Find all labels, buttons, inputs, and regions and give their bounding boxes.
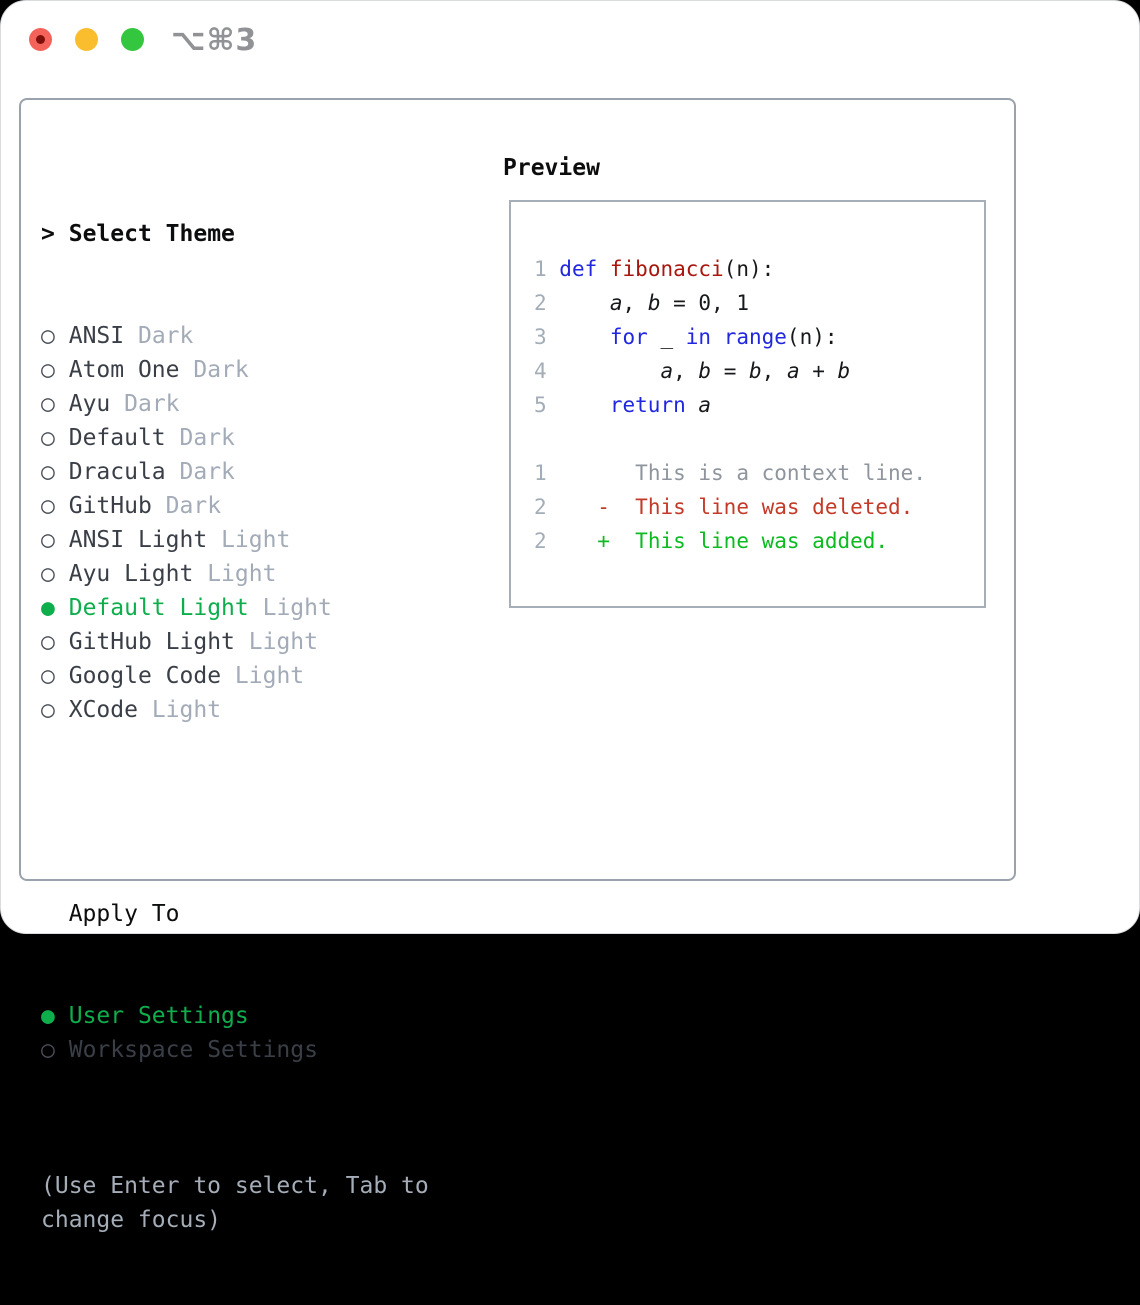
- radio-icon: ●: [41, 1003, 55, 1029]
- radio-icon: ○: [41, 629, 55, 655]
- theme-option-default-light[interactable]: ● Default Light Light: [41, 591, 473, 625]
- apply-option-workspace-settings[interactable]: ○ Workspace Settings: [41, 1033, 473, 1067]
- code-line: 2 a, b = 0, 1: [534, 291, 749, 315]
- cursor-indicator: >: [41, 221, 55, 247]
- apply-option-label: User Settings: [68, 1003, 249, 1029]
- theme-option-ansi-light[interactable]: ○ ANSI Light Light: [41, 523, 473, 557]
- close-record-dot: [36, 35, 45, 44]
- radio-icon: ○: [41, 527, 55, 553]
- theme-name: Google Code: [68, 663, 222, 689]
- window-title: ⌥⌘3: [171, 23, 258, 58]
- preview-heading: Preview: [503, 155, 600, 181]
- radio-icon: ○: [41, 561, 55, 587]
- diff-line-del: 2 - This line was deleted.: [534, 490, 926, 524]
- theme-tag: Light: [221, 527, 291, 553]
- theme-name: ANSI Light: [68, 527, 208, 553]
- theme-tag: Light: [151, 697, 222, 723]
- radio-icon: ○: [41, 323, 55, 349]
- code-line: 1 def fibonacci(n):: [534, 257, 775, 281]
- theme-tag: Light: [234, 663, 305, 689]
- theme-option-atom-one[interactable]: ○ Atom One Dark: [41, 353, 473, 387]
- preview-code: 1 def fibonacci(n): 2 a, b = 0, 1 3 for _ …: [534, 252, 926, 558]
- theme-option-ansi[interactable]: ○ ANSI Dark: [41, 319, 473, 353]
- close-button[interactable]: [29, 28, 52, 51]
- line-number: 1: [534, 461, 547, 485]
- apply-option-label: Workspace Settings: [68, 1037, 318, 1063]
- theme-list-heading-row: > Select Theme: [41, 217, 473, 251]
- diff-text: This is a context line.: [635, 461, 926, 485]
- diff-line-add: 2 + This line was added.: [534, 524, 926, 558]
- radio-icon: ○: [41, 663, 55, 689]
- theme-option-ayu-light[interactable]: ○ Ayu Light Light: [41, 557, 473, 591]
- theme-list-heading: Select Theme: [68, 221, 235, 247]
- apply-to-options: ● User Settings○ Workspace Settings: [41, 999, 473, 1067]
- theme-tag: Light: [262, 595, 332, 621]
- apply-to-heading: Apply To: [68, 901, 180, 927]
- diff-text: This line was deleted.: [635, 495, 914, 519]
- radio-icon: ○: [41, 357, 55, 383]
- diff-marker: +: [597, 529, 636, 553]
- theme-name: Atom One: [68, 357, 180, 383]
- radio-icon: ●: [41, 595, 55, 621]
- theme-option-ayu[interactable]: ○ Ayu Dark: [41, 387, 473, 421]
- traffic-lights: [29, 28, 144, 51]
- theme-name: Ayu Light: [68, 561, 194, 587]
- theme-name: Default Light: [68, 595, 249, 621]
- diff-text: This line was added.: [635, 529, 889, 553]
- code-line: 5 return a: [534, 393, 712, 417]
- line-number: 3: [534, 325, 560, 349]
- diff-marker: -: [597, 495, 636, 519]
- diff-marker: [597, 461, 635, 485]
- minimize-button[interactable]: [75, 28, 98, 51]
- theme-tag: Light: [248, 629, 318, 655]
- keyboard-hint: (Use Enter to select, Tab to change focu…: [41, 1173, 443, 1233]
- theme-option-google-code[interactable]: ○ Google Code Light: [41, 659, 473, 693]
- diff-line-ctx: 1 This is a context line.: [534, 456, 926, 490]
- radio-icon: ○: [41, 697, 55, 723]
- line-number: 5: [534, 393, 560, 417]
- theme-tag: Light: [207, 561, 277, 587]
- theme-options: ○ ANSI Dark○ Atom One Dark○ Ayu Dark○ De…: [41, 319, 473, 727]
- theme-name: Default: [68, 425, 166, 451]
- code-line: 3 for _ in range(n):: [534, 325, 838, 349]
- radio-icon: ○: [41, 493, 55, 519]
- theme-tag: Dark: [165, 493, 222, 519]
- line-number: 4: [534, 359, 560, 383]
- zoom-button[interactable]: [121, 28, 144, 51]
- theme-tag: Dark: [124, 391, 180, 417]
- theme-name: GitHub: [68, 493, 152, 519]
- theme-name: XCode: [68, 697, 138, 723]
- theme-option-xcode[interactable]: ○ XCode Light: [41, 693, 473, 727]
- code-line: 4 a, b = b, a + b: [534, 359, 851, 383]
- theme-tag: Dark: [179, 459, 235, 485]
- theme-name: Dracula: [68, 459, 166, 485]
- line-number: 2: [534, 495, 547, 519]
- line-number: 1: [534, 257, 560, 281]
- theme-name: ANSI: [68, 323, 125, 349]
- line-number: 2: [534, 291, 560, 315]
- theme-name: GitHub Light: [68, 629, 235, 655]
- radio-icon: ○: [41, 425, 55, 451]
- theme-name: Ayu: [68, 391, 111, 417]
- preview-box: 1 def fibonacci(n): 2 a, b = 0, 1 3 for _ …: [509, 200, 986, 608]
- theme-tag: Dark: [179, 425, 235, 451]
- apply-to-heading-row: Apply To: [41, 897, 473, 931]
- radio-icon: ○: [41, 459, 55, 485]
- apply-option-user-settings[interactable]: ● User Settings: [41, 999, 473, 1033]
- theme-list: > Select Theme ○ ANSI Dark○ Atom One Dar…: [41, 149, 473, 1305]
- theme-option-github[interactable]: ○ GitHub Dark: [41, 489, 473, 523]
- theme-option-default[interactable]: ○ Default Dark: [41, 421, 473, 455]
- line-number: 2: [534, 529, 547, 553]
- theme-selector-panel: > Select Theme ○ ANSI Dark○ Atom One Dar…: [19, 98, 1016, 1233]
- theme-option-github-light[interactable]: ○ GitHub Light Light: [41, 625, 473, 659]
- radio-icon: ○: [41, 391, 55, 417]
- theme-tag: Dark: [137, 323, 194, 349]
- theme-tag: Dark: [193, 357, 249, 383]
- app-window: ⌥⌘3 > Select Theme ○ ANSI Dark○ Atom One…: [0, 0, 1140, 1233]
- theme-option-dracula[interactable]: ○ Dracula Dark: [41, 455, 473, 489]
- radio-icon: ○: [41, 1037, 55, 1063]
